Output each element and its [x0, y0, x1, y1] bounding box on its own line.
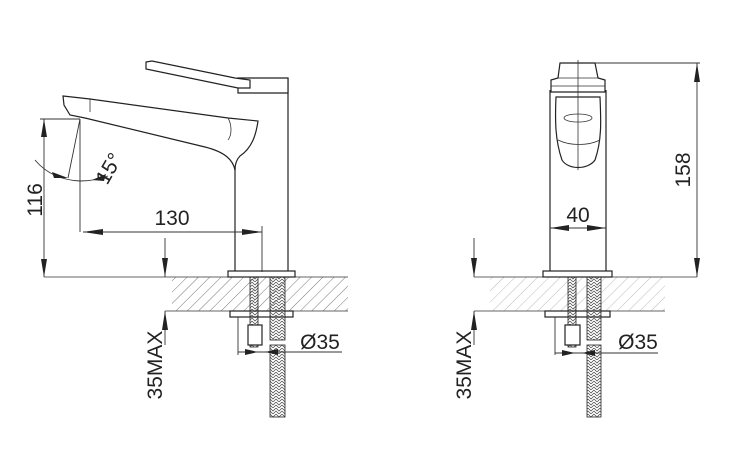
- angle-15-label: 15°: [91, 149, 127, 188]
- height-158-label: 158: [672, 152, 695, 187]
- side-view: 116 15° 130 35MAX Ø35: [24, 60, 348, 418]
- max-thickness-label: 35MAX: [453, 331, 476, 400]
- front-view: 40 158 35MAX Ø35: [453, 60, 700, 418]
- hole-diameter-label: Ø35: [300, 331, 340, 354]
- reach-130-label: 130: [154, 207, 189, 230]
- supply-hose: [269, 276, 286, 341]
- lever-handle: [145, 60, 251, 89]
- spout: [62, 95, 259, 171]
- nut: [247, 324, 263, 346]
- countertop-section: [172, 277, 348, 311]
- height-116-label: 116: [24, 183, 47, 216]
- hole-diameter-label: Ø35: [618, 331, 658, 354]
- countertop-section: [490, 277, 665, 311]
- max-thickness-label: 35MAX: [144, 331, 167, 400]
- mounting-bolt: [567, 276, 577, 348]
- nut: [564, 324, 581, 346]
- mounting-bolt: [249, 276, 259, 348]
- supply-hose: [586, 276, 602, 341]
- faucet-body: [549, 60, 607, 271]
- width-40-label: 40: [566, 204, 589, 227]
- faucet-body: [62, 60, 289, 271]
